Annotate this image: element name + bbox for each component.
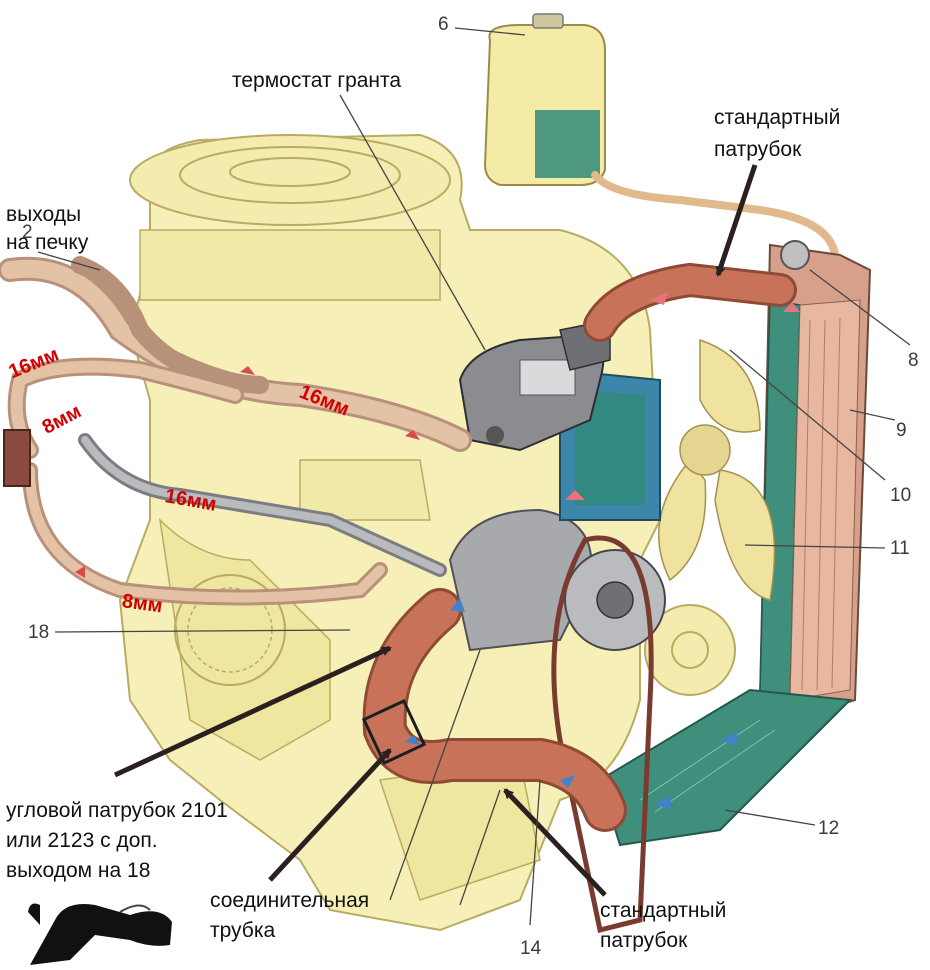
callout-2: 2: [22, 222, 33, 243]
flow-arrows: [75, 292, 800, 810]
callout-10: 10: [890, 485, 912, 506]
water-pump: [448, 508, 666, 934]
engine-block: [118, 133, 736, 932]
angle-pipe-label-1: угловой патрубок 2101: [6, 799, 228, 822]
radiator-hoses: [361, 262, 797, 832]
callout-8: 8: [908, 350, 919, 371]
heater-hoses: [0, 256, 472, 606]
callout-6: 6: [438, 14, 449, 35]
pointer-arrows: [113, 164, 758, 897]
thermostat-label: термостат гранта: [232, 69, 402, 92]
cooling-fan: [658, 338, 776, 601]
angle-pipe-photo: [28, 903, 172, 965]
connecting-tube-label-2: трубка: [210, 919, 276, 942]
callout-12: 12: [818, 818, 840, 839]
std-pipe-bottom-label-2: патрубок: [600, 929, 688, 952]
callout-18: 18: [28, 622, 50, 643]
heater-outputs-label-2: на печку: [6, 231, 89, 254]
leader-lines: [37, 27, 911, 926]
connecting-tube-label-1: соединительная: [210, 889, 370, 912]
callout-14: 14: [520, 938, 542, 959]
angle-pipe-label-2: или 2123 с доп.: [6, 829, 158, 852]
expansion-tank: [483, 13, 839, 259]
callout-9: 9: [896, 420, 907, 441]
std-pipe-top-label-1: стандартный: [714, 106, 841, 129]
heater-outputs-label-1: выходы: [6, 203, 82, 226]
std-pipe-top-label-2: патрубок: [714, 138, 802, 161]
std-pipe-bottom-label-1: стандартный: [600, 899, 727, 922]
angle-pipe-label-3: выходом на 18: [6, 859, 151, 882]
callout-11: 11: [890, 538, 910, 559]
